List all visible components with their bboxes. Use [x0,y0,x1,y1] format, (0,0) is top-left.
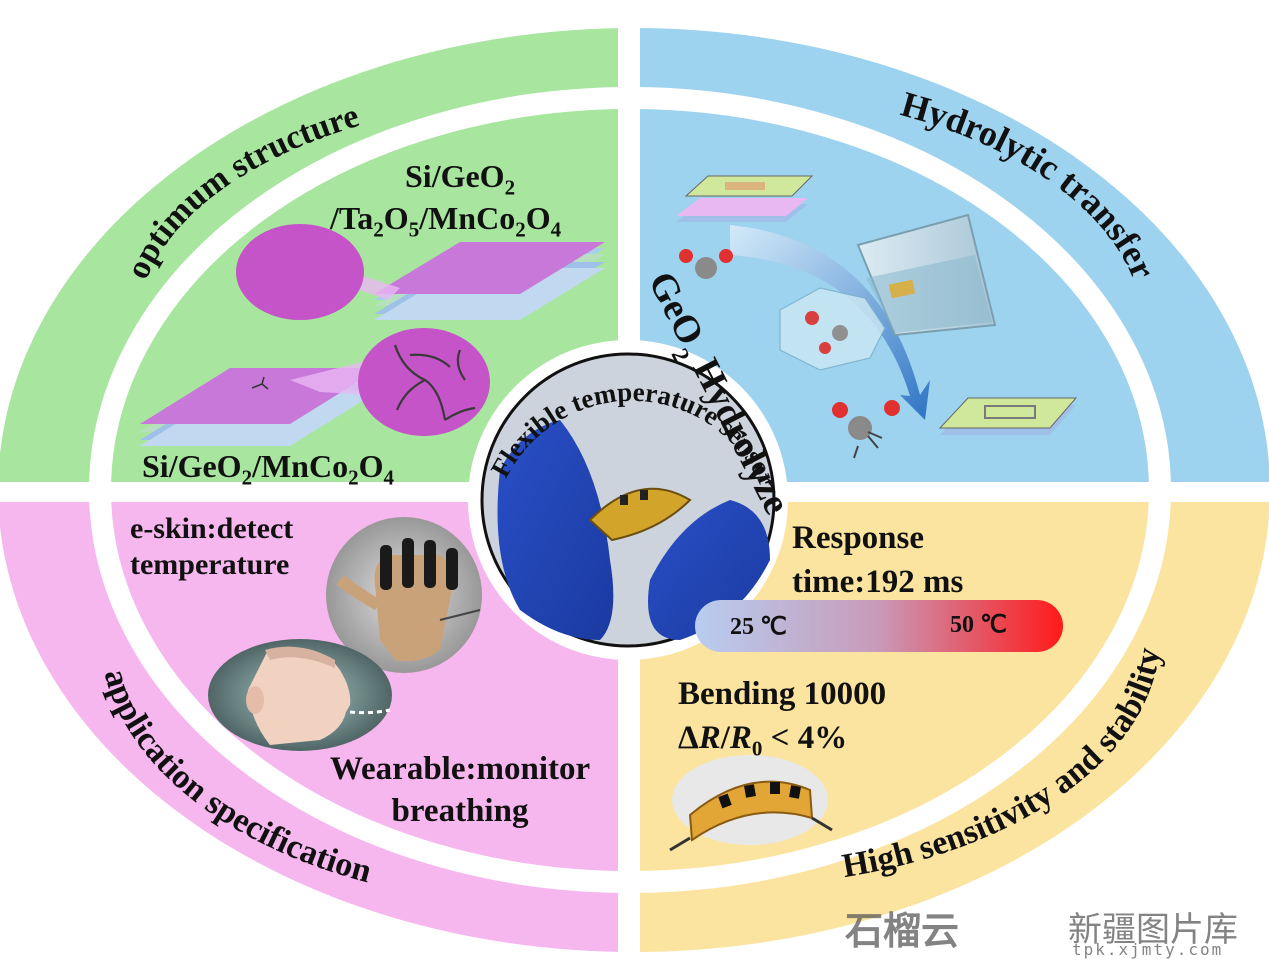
beaker-icon [856,213,997,337]
label-stack-bottom: Si/GeO2/MnCo2O4 [142,448,394,490]
label-stack-top-line1: Si/GeO2 [405,158,516,200]
watermark-brand: 石榴云 [845,909,960,953]
breathing-face-illustration [208,639,392,751]
label-temp-high: 50 ℃ [950,612,1007,638]
label-temp-low: 25 ℃ [730,614,787,640]
ice-cluster [779,287,886,371]
bending-sensor-photo [669,755,833,852]
label-stack-top-line2: /Ta2O5/MnCo2O4 [330,200,562,242]
zoom-bubble-cracked [358,328,490,436]
molecule-1 [679,249,733,279]
source-chip [676,175,814,222]
temperature-gradient-bar [695,600,1063,652]
stack-top-illustration [236,224,605,320]
zoom-bubble-smooth [236,224,364,320]
watermark-url: tpk.xjmty.com [1072,940,1224,959]
watermark-name: 新疆图片库 [1068,910,1238,950]
hydrolysis-illustration [676,175,1078,459]
center-sensor: Flexible temperature sensor [468,340,788,660]
molecule-2 [832,400,900,459]
robot-hand-photo [326,517,482,673]
stack-bottom-illustration [140,328,490,446]
target-chip [938,397,1078,435]
